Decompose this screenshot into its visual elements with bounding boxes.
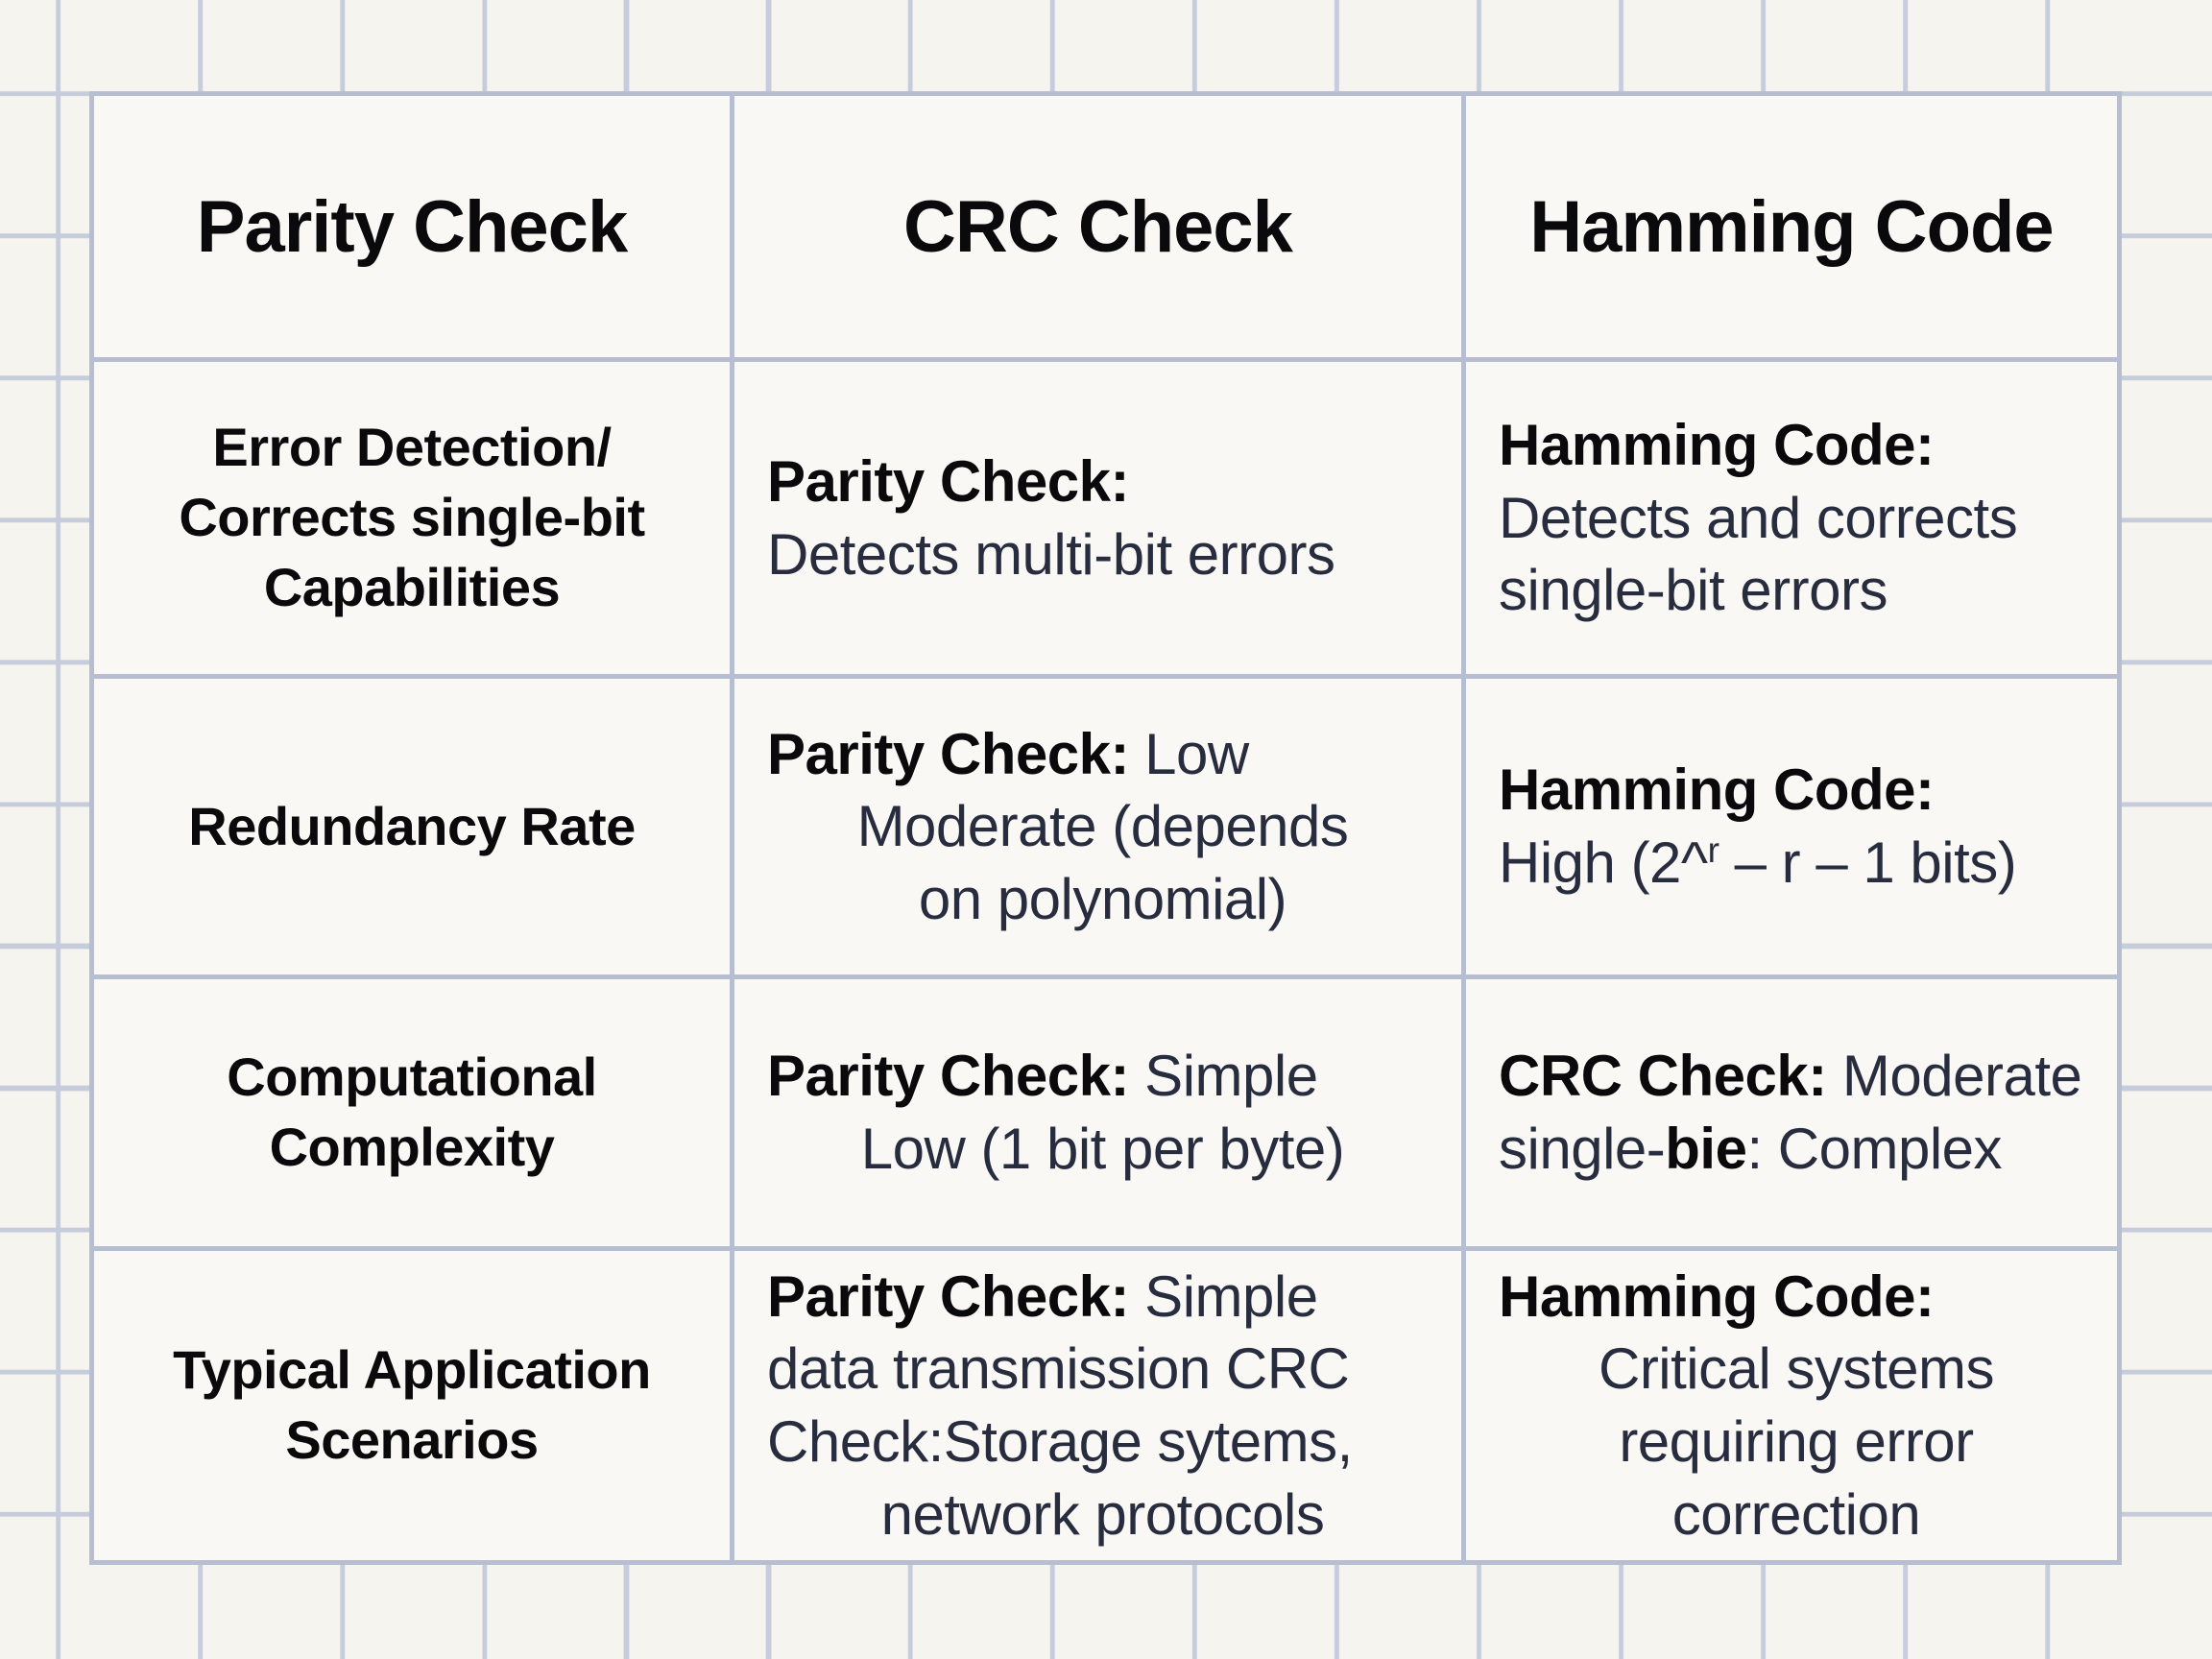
- text-segment: Detects multi-bit errors: [767, 521, 1335, 587]
- header-label: CRC Check: [903, 185, 1293, 268]
- text-segment: Detects and corrects: [1499, 485, 2018, 550]
- row-label-line: Complexity: [269, 1117, 555, 1177]
- text-line: Parity Check:: [767, 445, 1438, 518]
- bold-text-segment: bie: [1665, 1117, 1747, 1181]
- row-label-line: Corrects single-bit: [179, 487, 645, 548]
- bold-text-segment: Parity Check:: [767, 1263, 1145, 1329]
- bold-text-segment: Parity Check:: [767, 448, 1130, 514]
- text-segment: r: [1707, 830, 1719, 870]
- text-line: Parity Check: Low: [767, 718, 1438, 791]
- text-segment: Simple: [1144, 1263, 1318, 1329]
- bold-text-segment: CRC Check:: [1499, 1044, 1842, 1109]
- text-segment: High (2^: [1499, 830, 1708, 895]
- text-line: Parity Check: Simple: [767, 1040, 1438, 1113]
- text-line: requiring error: [1499, 1406, 2094, 1479]
- row-label-line: Scenarios: [285, 1409, 539, 1470]
- text-segment: Low: [1144, 721, 1249, 786]
- text-line: Critical systems: [1499, 1333, 2094, 1406]
- bold-text-segment: Hamming Code:: [1499, 1263, 1935, 1329]
- text-segment: – r – 1 bits): [1719, 830, 2017, 895]
- header-cell: Parity Check: [89, 91, 734, 362]
- text-line: network protocols: [767, 1479, 1438, 1551]
- text-segment: data transmission CRC: [767, 1336, 1350, 1402]
- row-label-line: Capabilities: [263, 556, 561, 617]
- row-label-cell: Redundancy Rate: [89, 679, 734, 979]
- header-label: Hamming Code: [1529, 185, 2054, 268]
- header-label: Parity Check: [196, 185, 628, 268]
- text-line: Moderate (depends: [767, 790, 1438, 863]
- text-line: Detects multi-bit errors: [767, 518, 1438, 591]
- text-line: High (2^r – r – 1 bits): [1499, 827, 2094, 900]
- data-cell: Parity Check: Detects multi-bit errors: [734, 362, 1466, 679]
- text-line: Detects and corrects: [1499, 482, 2094, 555]
- header-cell: Hamming Code: [1466, 91, 2122, 362]
- data-cell: Hamming Code: Detects and corrects single-…: [1466, 362, 2122, 679]
- text-line: Hamming Code:: [1499, 754, 2094, 827]
- bold-text-segment: Hamming Code:: [1499, 757, 1935, 823]
- text-segment: single-bit errors: [1499, 558, 1887, 623]
- text-line: Parity Check: Simple: [767, 1261, 1438, 1334]
- text-line: correction: [1499, 1479, 2094, 1551]
- text-segment: Moderate (depends: [856, 794, 1349, 859]
- bold-text-segment: Parity Check:: [767, 721, 1145, 786]
- text-segment: Low (1 bit per byte): [860, 1117, 1345, 1181]
- bold-text-segment: Hamming Code:: [1499, 413, 1935, 478]
- row-label-line: Computational: [227, 1046, 597, 1108]
- text-segment: correction: [1671, 1481, 1921, 1547]
- text-segment: Moderate: [1841, 1044, 2082, 1109]
- text-segment: requiring error: [1619, 1409, 1974, 1474]
- text-segment: single-: [1499, 1117, 1666, 1181]
- row-label-line: Error Detection/: [212, 417, 612, 478]
- text-line: Hamming Code:: [1499, 1261, 2094, 1334]
- text-segment: : Complex: [1746, 1117, 2003, 1181]
- text-line: Hamming Code:: [1499, 409, 2094, 482]
- text-line: on polynomial): [767, 863, 1438, 936]
- header-cell: CRC Check: [734, 91, 1466, 362]
- text-segment: on polynomial): [918, 866, 1287, 931]
- text-segment: Simple: [1144, 1044, 1318, 1109]
- data-cell: Hamming Code:High (2^r – r – 1 bits): [1466, 679, 2122, 979]
- text-segment: Check:Storage sytems,: [767, 1409, 1353, 1474]
- text-line: single-bie: Complex: [1499, 1113, 2094, 1186]
- row-label-line: Redundancy Rate: [188, 795, 636, 856]
- text-line: single-bit errors: [1499, 554, 2094, 627]
- text-line: Check:Storage sytems,: [767, 1406, 1438, 1479]
- data-cell: Hamming Code: Critical systems requiring e…: [1466, 1251, 2122, 1565]
- text-segment: Critical systems: [1598, 1336, 1995, 1402]
- bold-text-segment: Parity Check:: [767, 1044, 1145, 1109]
- text-line: CRC Check: Moderate: [1499, 1040, 2094, 1113]
- text-line: data transmission CRC: [767, 1333, 1438, 1406]
- text-line: Low (1 bit per byte): [767, 1113, 1438, 1186]
- row-label-line: Typical Application: [173, 1339, 651, 1401]
- text-segment: network protocols: [880, 1481, 1325, 1547]
